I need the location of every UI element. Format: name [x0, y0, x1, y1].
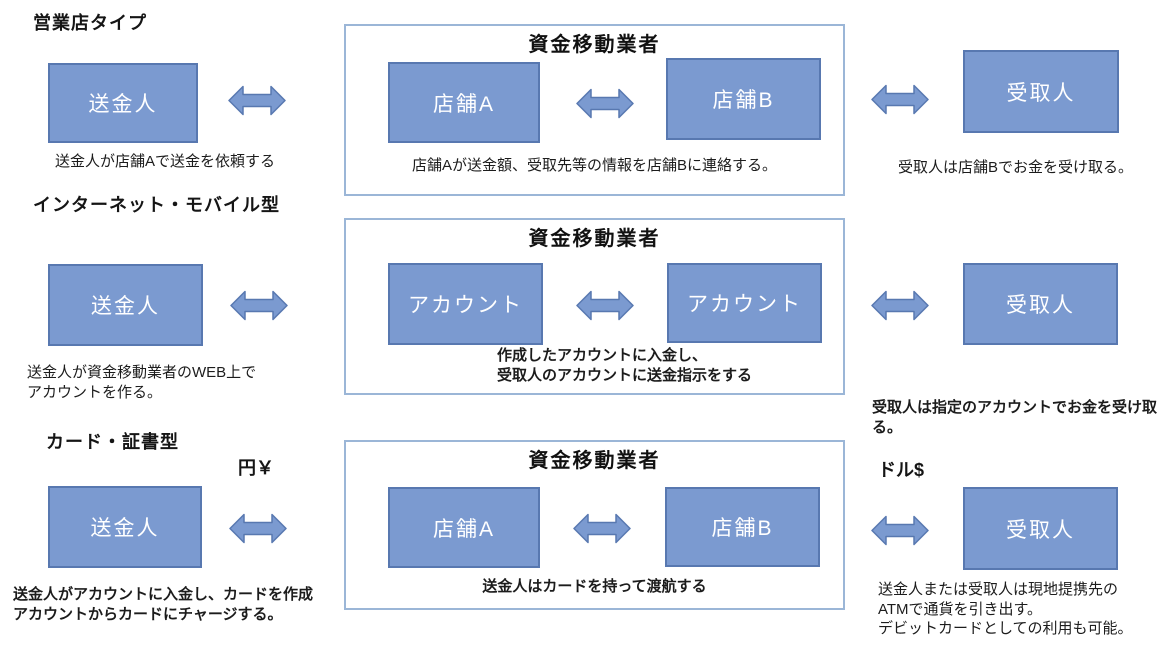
sender-box: 送金人 [48, 486, 202, 568]
sender-caption: 送金人がアカウントに入金し、カードを作成 アカウントからカードにチャージする。 [13, 586, 314, 623]
provider-right-box: アカウント [667, 263, 822, 343]
sender-box-label: 送金人 [88, 93, 158, 116]
provider-left-box-label: 店舗A [432, 517, 495, 541]
section-title: 営業店タイプ [33, 13, 147, 33]
provider-caption: 作成したアカウントに入金し、 受取人のアカウントに送金指示をする [497, 347, 753, 384]
receiver-caption: 受取人は指定のアカウントでお金を受け取る。 [872, 399, 1158, 436]
double-arrow-icon [228, 85, 286, 116]
provider-title: 資金移動業者 [528, 228, 661, 250]
provider-container [344, 218, 845, 395]
provider-left-box: アカウント [388, 263, 543, 345]
double-arrow-icon [576, 290, 634, 321]
section-title: カード・証書型 [46, 432, 179, 452]
double-arrow-icon [229, 513, 287, 544]
double-arrow-icon [871, 84, 929, 115]
receiver-box-label: 受取人 [1006, 294, 1075, 317]
provider-title: 資金移動業者 [528, 34, 661, 56]
double-arrow-icon [230, 290, 288, 321]
receiver-box: 受取人 [963, 487, 1118, 570]
dollar-label: ドル$ [878, 460, 925, 480]
provider-caption: 店舗Aが送金額、受取先等の情報を店舗Bに連絡する。 [411, 157, 777, 174]
double-arrow-icon [576, 88, 634, 119]
sender-box: 送金人 [48, 264, 203, 346]
receiver-caption: 送金人または受取人は現地提携先の ATMで通貨を引き出す。 デビットカードとして… [878, 581, 1133, 637]
receiver-box-label: 受取人 [1006, 518, 1075, 542]
sender-caption: 送金人が資金移動業者のWEB上で アカウントを作る。 [27, 364, 257, 401]
provider-title: 資金移動業者 [528, 450, 661, 472]
section-title: インターネット・モバイル型 [33, 195, 280, 215]
double-arrow-icon [871, 290, 929, 321]
provider-left-box-label: アカウント [408, 294, 523, 317]
provider-container [344, 24, 845, 196]
sender-box-label: 送金人 [91, 295, 160, 318]
provider-right-box-label: 店舗B [712, 89, 775, 112]
provider-right-box-label: アカウント [687, 293, 802, 316]
receiver-box-label: 受取人 [1006, 81, 1076, 105]
receiver-box: 受取人 [963, 50, 1119, 133]
provider-left-box: 店舗A [388, 62, 540, 143]
provider-right-box: 店舗B [666, 58, 821, 140]
sender-box: 送金人 [48, 63, 198, 143]
provider-right-box-label: 店舗B [711, 517, 774, 540]
provider-left-box: 店舗A [388, 487, 540, 568]
provider-left-box-label: 店舗A [432, 92, 495, 116]
sender-box-label: 送金人 [90, 517, 160, 540]
double-arrow-icon [871, 515, 929, 546]
sender-caption: 送金人が店舗Aで送金を依頼する [55, 153, 276, 170]
double-arrow-icon [573, 513, 631, 544]
provider-caption: 送金人はカードを持って渡航する [482, 578, 707, 595]
receiver-box: 受取人 [963, 263, 1118, 345]
receiver-caption: 受取人は店舗Bでお金を受け取る。 [898, 159, 1134, 176]
provider-container [344, 440, 845, 610]
provider-right-box: 店舗B [665, 487, 820, 567]
yen-label: 円￥ [238, 458, 274, 478]
